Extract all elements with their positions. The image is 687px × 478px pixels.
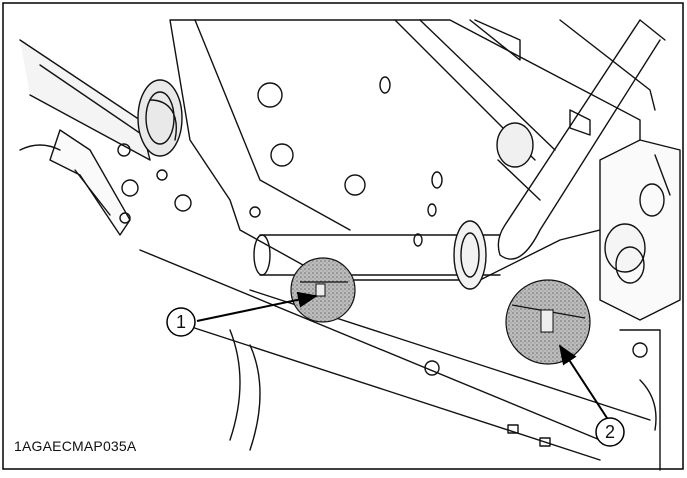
callout-2-leader [558, 344, 608, 419]
rops-tubes [394, 19, 666, 260]
callout-2: 2 [595, 417, 625, 447]
grease-nipple-2 [540, 309, 554, 333]
lower-rails [139, 249, 661, 471]
callout-1-number: 1 [176, 312, 186, 332]
callout-1-leader [196, 291, 318, 322]
left-bracket [19, 129, 131, 236]
callout-1: 1 [166, 307, 196, 337]
figure-id-label: 1AGAECMAP035A [14, 438, 137, 454]
left-cylinder-housing [19, 39, 183, 161]
callout-2-number: 2 [605, 422, 615, 442]
grease-nipple-1 [315, 283, 326, 297]
right-side-bracket [569, 109, 681, 321]
